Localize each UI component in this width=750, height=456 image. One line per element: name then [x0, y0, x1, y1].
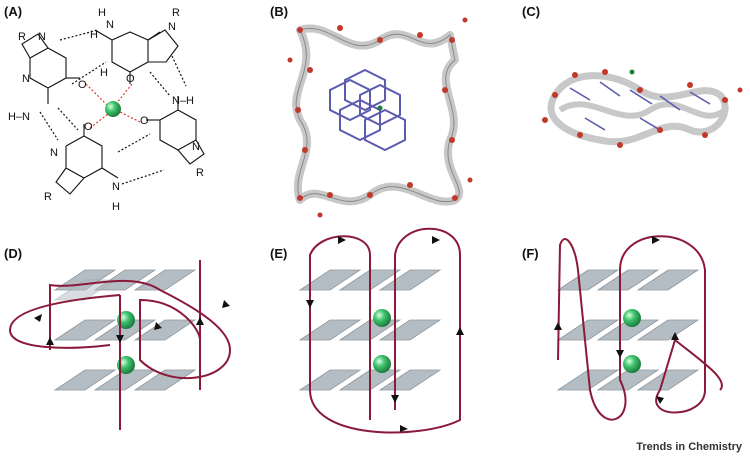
- hydrogen-bonds: [39, 29, 187, 185]
- quadruplex-top-view: [287, 17, 473, 218]
- topology-f: [554, 235, 723, 421]
- metal-ion: [373, 309, 391, 327]
- backbone-ribbon: [547, 72, 729, 146]
- direction-arrows: [34, 300, 230, 345]
- metal-ion: [623, 355, 641, 373]
- direction-arrows: [554, 236, 679, 404]
- atom-n-h: N–H: [172, 95, 194, 107]
- atom-n: N: [168, 21, 176, 33]
- atom-r: R: [196, 167, 204, 179]
- central-ion: [377, 105, 383, 111]
- panel-label-d: (D): [4, 246, 22, 261]
- atom-n: N: [50, 147, 58, 159]
- topology-d: [8, 260, 232, 430]
- backbone-ribbon: [558, 101, 727, 119]
- atom-h: H: [112, 201, 120, 213]
- backbone-ribbon: [292, 24, 464, 206]
- panel-label-f: (F): [522, 246, 539, 261]
- atom-n: N: [38, 31, 46, 43]
- journal-credit: Trends in Chemistry: [636, 441, 743, 453]
- panel-label-c: (C): [522, 4, 540, 19]
- backbone-outline: [295, 27, 460, 203]
- base-sticks: [569, 81, 711, 131]
- atom-o: O: [84, 121, 93, 133]
- atom-n: N: [106, 19, 114, 31]
- strand-path: [309, 227, 461, 434]
- atom-r: R: [44, 191, 52, 203]
- metal-ion: [105, 101, 121, 117]
- strand-path: [8, 294, 121, 430]
- base-sticks: [329, 68, 406, 152]
- panel-label-a: (A): [4, 4, 22, 19]
- metal-ion: [623, 309, 641, 327]
- atom-o: O: [126, 73, 135, 85]
- guanine-rings: [21, 29, 205, 195]
- atom-h: H: [100, 67, 108, 79]
- phosphate-atoms: [287, 17, 473, 218]
- atom-n: N: [192, 141, 200, 153]
- panel-label-b: (B): [270, 4, 288, 19]
- strand-path: [557, 235, 723, 421]
- phosphate-atoms: [542, 69, 743, 148]
- direction-arrows: [306, 236, 464, 432]
- atom-h: H: [98, 7, 106, 19]
- panel-label-e: (E): [270, 246, 287, 261]
- atom-n: N: [22, 73, 30, 85]
- metal-ion: [117, 311, 135, 329]
- topology-e: [298, 227, 464, 434]
- quadruplex-side-view: [542, 69, 743, 148]
- central-ion: [629, 69, 635, 75]
- g-tetrad-structure: R N H–N N O H N H R N O H N–H O N R O N …: [8, 7, 205, 213]
- atom-h-n: H–N: [8, 111, 30, 123]
- atom-h: H: [90, 29, 98, 41]
- ion-coordination: [85, 83, 141, 129]
- atom-o: O: [78, 79, 87, 91]
- metal-ion: [373, 355, 391, 373]
- atom-o: O: [140, 115, 149, 127]
- atom-r: R: [172, 7, 180, 19]
- metal-ion: [117, 356, 135, 374]
- atom-r: R: [18, 31, 26, 43]
- atom-n: N: [112, 181, 120, 193]
